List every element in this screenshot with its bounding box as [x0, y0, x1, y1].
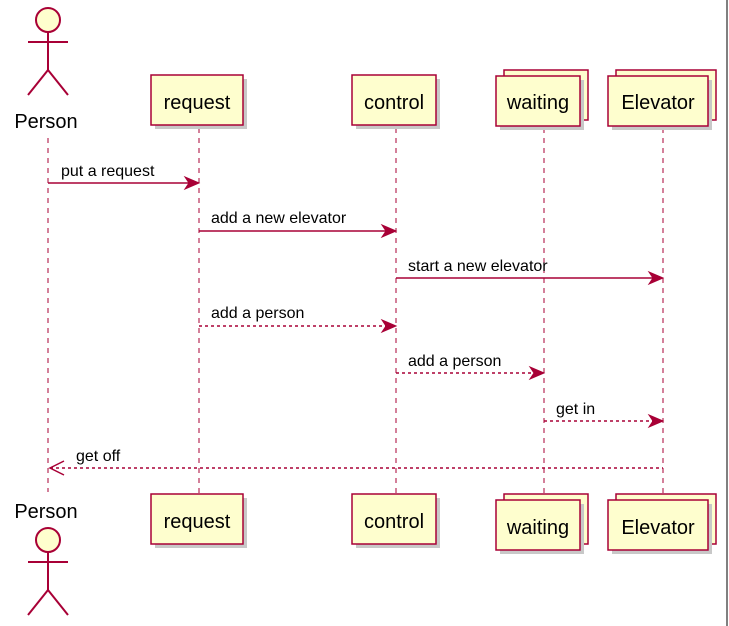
actor-leg-left — [27, 589, 49, 616]
message-get-in: get in — [544, 401, 665, 429]
actor-label: Person — [14, 111, 77, 133]
participant-box — [150, 74, 244, 126]
arrowhead-open — [48, 460, 65, 476]
message-add-a-new-elevator: add a new elevator — [199, 210, 398, 239]
message-start-a-new-elevator: start a new elevator — [396, 258, 665, 286]
participant-elevator-top: Elevator — [607, 69, 717, 130]
message-add-a-person-request-control: add a person — [199, 305, 398, 334]
message-label: start a new elevator — [408, 258, 548, 275]
participant-box — [607, 75, 709, 127]
participant-waiting-top: waiting — [495, 69, 589, 130]
participant-label: request — [164, 511, 231, 533]
arrowhead-filled — [380, 223, 398, 239]
arrowhead-filled — [647, 270, 665, 286]
participant-label: waiting — [506, 517, 569, 539]
message-add-a-person-control-waiting: add a person — [396, 353, 546, 381]
participant-request-bottom: request — [150, 493, 247, 548]
participant-label: Elevator — [621, 517, 695, 539]
actor-person-bottom: Person — [14, 501, 78, 616]
participant-elevator-bottom: Elevator — [607, 493, 717, 554]
participant-waiting-bottom: waiting — [495, 493, 589, 554]
message-label: get in — [556, 401, 595, 418]
participant-label: control — [364, 92, 424, 114]
participant-label: Elevator — [621, 92, 695, 114]
participant-box — [150, 493, 244, 545]
arrowhead-filled — [183, 175, 201, 191]
participant-control-bottom: control — [351, 493, 440, 548]
message-get-off: get off — [48, 448, 663, 476]
arrowhead-filled — [528, 365, 546, 381]
participant-box — [351, 493, 437, 545]
actor-leg-right — [47, 69, 69, 96]
participant-request-top: request — [150, 74, 247, 129]
participant-box — [607, 499, 709, 551]
message-label: add a person — [408, 353, 501, 370]
actor-label: Person — [14, 501, 77, 523]
message-label: add a new elevator — [211, 210, 347, 227]
participant-box — [351, 74, 437, 126]
participant-label: waiting — [506, 92, 569, 114]
message-put-a-request: put a request — [48, 163, 201, 191]
message-label: add a person — [211, 305, 304, 322]
message-label: put a request — [61, 163, 155, 180]
arrowhead-filled — [647, 413, 665, 429]
actor-leg-left — [27, 69, 49, 96]
lifelines — [47, 128, 664, 495]
actor-leg-right — [47, 589, 69, 616]
participant-label: control — [364, 511, 424, 533]
arrowhead-filled — [380, 318, 398, 334]
actor-head — [35, 527, 61, 553]
participant-box — [495, 499, 581, 551]
participant-label: request — [164, 92, 231, 114]
message-label: get off — [76, 448, 121, 465]
participant-box — [495, 75, 581, 127]
actor-person-top: Person — [14, 7, 78, 133]
participant-control-top: control — [351, 74, 440, 129]
actor-head — [35, 7, 61, 33]
